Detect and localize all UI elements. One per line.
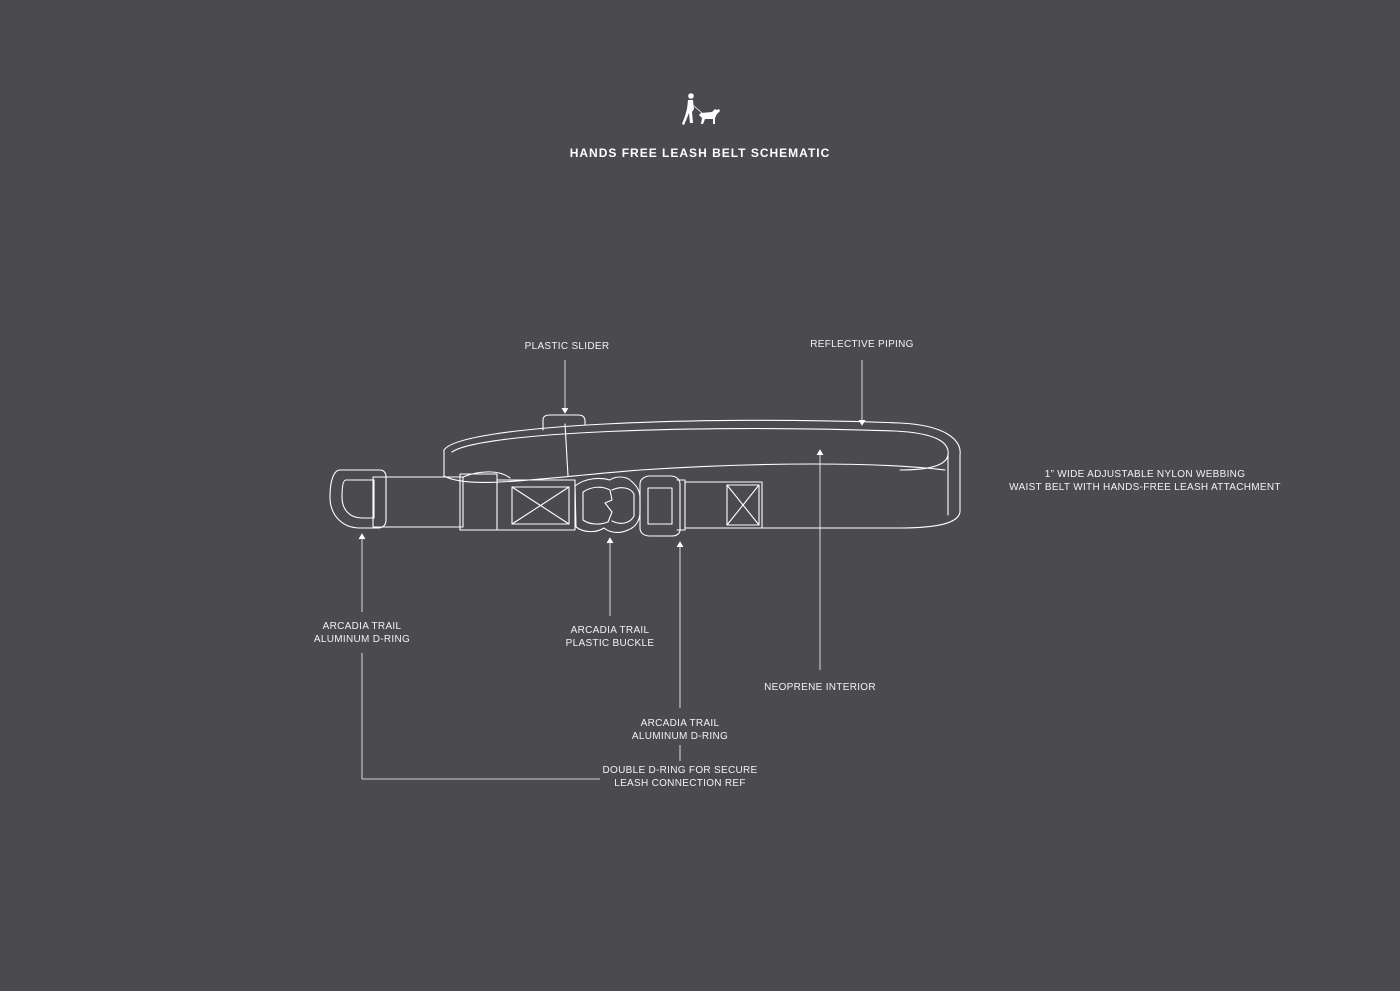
buckle-label: ARCADIA TRAIL PLASTIC BUCKLE bbox=[550, 624, 670, 650]
double-d-ring-line-2: LEASH CONNECTION REF bbox=[614, 778, 746, 789]
neoprene-label: NEOPRENE INTERIOR bbox=[750, 681, 890, 694]
left-d-ring bbox=[329, 469, 387, 529]
reflective-piping-text: REFLECTIVE PIPING bbox=[810, 339, 914, 350]
reflective-piping-label: REFLECTIVE PIPING bbox=[805, 338, 919, 351]
right-d-ring-leader bbox=[676, 541, 684, 761]
diagram-title: HANDS FREE LEASH BELT SCHEMATIC bbox=[569, 146, 831, 160]
neoprene-leader bbox=[816, 449, 824, 670]
plastic-slider-leader bbox=[561, 360, 569, 414]
neoprene-text: NEOPRENE INTERIOR bbox=[764, 682, 876, 693]
plastic-buckle bbox=[574, 476, 641, 533]
right-d-ring-label: ARCADIA TRAIL ALUMINUM D-RING bbox=[620, 717, 740, 743]
plastic-slider-label: PLASTIC SLIDER bbox=[520, 340, 614, 353]
left-d-ring-leader bbox=[358, 533, 600, 780]
webbing-line-2: WAIST BELT WITH HANDS-FREE LEASH ATTACHM… bbox=[1009, 482, 1281, 493]
reflective-piping-leader bbox=[858, 360, 866, 426]
left-d-ring-line-2: ALUMINUM D-RING bbox=[313, 634, 411, 645]
right-d-ring-line-2: ALUMINUM D-RING bbox=[631, 731, 729, 742]
plastic-slider bbox=[542, 414, 586, 477]
right-d-ring bbox=[639, 475, 681, 537]
webbing-line-1: 1” WIDE ADJUSTABLE NYLON WEBBING bbox=[1044, 469, 1246, 480]
left-d-ring-line-1: ARCADIA TRAIL bbox=[322, 621, 402, 632]
buckle-leader bbox=[606, 537, 614, 616]
buckle-line-1: ARCADIA TRAIL bbox=[570, 625, 650, 636]
double-d-ring-label: DOUBLE D-RING FOR SECURE LEASH CONNECTIO… bbox=[590, 764, 770, 790]
webbing-left bbox=[372, 471, 576, 531]
right-d-ring-line-1: ARCADIA TRAIL bbox=[640, 718, 720, 729]
webbing-right bbox=[676, 479, 763, 531]
buckle-line-2: PLASTIC BUCKLE bbox=[565, 638, 655, 649]
double-d-ring-line-1: DOUBLE D-RING FOR SECURE bbox=[602, 765, 758, 776]
webbing-label: 1” WIDE ADJUSTABLE NYLON WEBBING WAIST B… bbox=[1000, 468, 1290, 494]
runner-with-dog-icon bbox=[682, 93, 720, 125]
plastic-slider-text: PLASTIC SLIDER bbox=[524, 341, 610, 352]
belt-band bbox=[443, 419, 961, 529]
left-d-ring-label: ARCADIA TRAIL ALUMINUM D-RING bbox=[302, 620, 422, 646]
